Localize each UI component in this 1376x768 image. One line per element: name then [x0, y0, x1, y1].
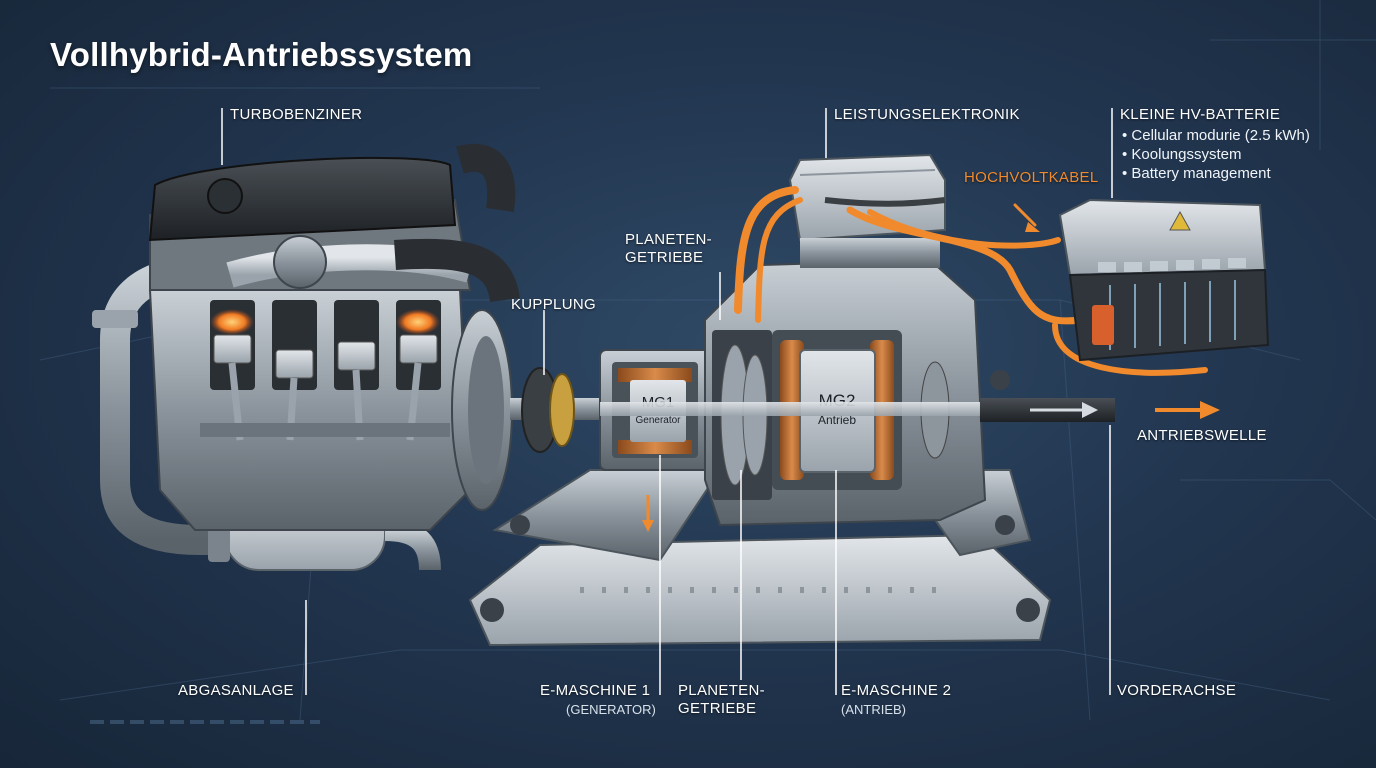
- label-antriebswelle: ANTRIEBSWELLE: [1137, 427, 1267, 444]
- battery-title: KLEINE HV-BATTERIE: [1120, 106, 1281, 123]
- label-planetengetriebe-bottom-line2: GETRIEBE: [678, 700, 757, 717]
- label-planetengetriebe-top-line2: GETRIEBE: [625, 249, 704, 266]
- label-emaschine1-sub: (GENERATOR): [566, 702, 656, 717]
- label-emaschine1: E-MASCHINE 1: [540, 682, 651, 699]
- label-planetengetriebe-top-line1: PLANETEN-: [625, 231, 712, 248]
- label-hochvoltkabel: HOCHVOLTKABEL: [964, 169, 1099, 186]
- battery-feature-item: Cellular modurie (2.5 kWh): [1122, 126, 1309, 145]
- label-emaschine2-sub: (ANTRIEB): [841, 702, 906, 717]
- subframe: [468, 370, 1052, 647]
- clutch: [510, 367, 620, 453]
- turbo-engine: [148, 144, 520, 531]
- transaxle: MG2 Antrieb: [600, 258, 1220, 527]
- label-planetengetriebe-bottom-line1: PLANETEN-: [678, 682, 765, 699]
- label-abgasanlage: ABGASANLAGE: [178, 682, 294, 699]
- mg2-role: Antrieb: [818, 413, 856, 427]
- hv-cables: [734, 186, 1208, 376]
- label-leistungselektronik: LEISTUNGSELEKTRONIK: [834, 106, 1020, 123]
- battery-feature-list: Cellular modurie (2.5 kWh) Koolungssyste…: [1122, 126, 1310, 183]
- power-electronics: [788, 153, 946, 268]
- hv-battery: [1058, 198, 1270, 362]
- battery-feature-item: Battery management: [1122, 164, 1310, 183]
- battery-feature-item: Koolungssystem: [1122, 145, 1310, 164]
- hv-cable-arrow: [1025, 222, 1040, 232]
- page-title: Vollhybrid-Antriebssystem: [50, 36, 473, 73]
- leader-lines: [221, 108, 1113, 695]
- label-kupplung: KUPPLUNG: [511, 296, 596, 313]
- label-vorderachse: VORDERACHSE: [1117, 682, 1237, 699]
- mg1-role: Generator: [635, 415, 681, 426]
- label-turbobenziner: TURBOBENZINER: [230, 106, 363, 123]
- label-emaschine2: E-MASCHINE 2: [841, 682, 952, 699]
